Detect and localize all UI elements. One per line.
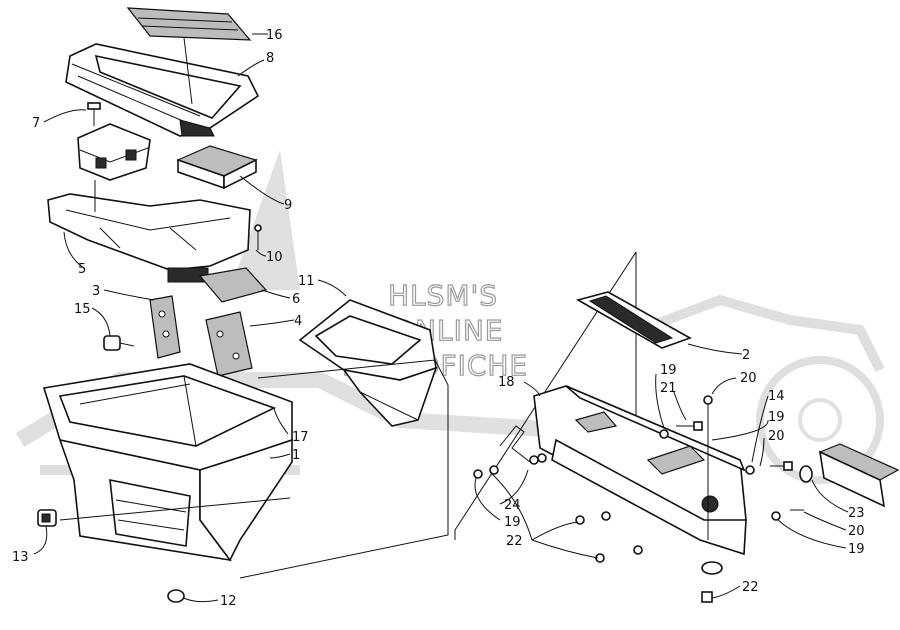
part-12-drain-cap [167,589,185,603]
callout-21: 21 [660,381,677,396]
part-10-bolt [254,224,262,250]
hardware-items [473,395,813,603]
part-18-housing [533,385,747,556]
assembly-lines-left [59,37,449,579]
callout-22-b: 22 [742,580,759,595]
assembly-lines-right [454,251,637,540]
watermark-line-1: HLSM'S [388,279,498,312]
callout-labels: 16 8 7 9 10 5 11 6 3 4 15 17 1 13 12 2 1… [12,28,865,609]
callout-22-a: 22 [506,534,523,549]
callout-23: 23 [848,506,865,521]
callout-3: 3 [92,284,100,299]
callout-19-a: 19 [660,363,677,378]
callout-4: 4 [294,314,302,329]
callout-17: 17 [292,430,309,445]
callout-7: 7 [32,116,40,131]
callout-9: 9 [284,198,292,213]
callout-13: 13 [12,550,29,565]
callout-18: 18 [498,375,515,390]
callout-24: 24 [504,498,521,513]
callout-14: 14 [768,389,785,404]
part-16-screen [126,7,252,41]
callout-12: 12 [220,594,237,609]
callout-6: 6 [292,292,300,307]
callout-19-d: 19 [848,542,865,557]
part-11-duct [298,299,438,427]
callout-16: 16 [266,28,283,43]
part-23-foam-pad [818,443,900,508]
callout-19-c: 19 [504,515,521,530]
leader-lines [33,33,849,603]
part-1-air-box [42,363,293,562]
part-13-clip [37,509,57,527]
part-24-bracket [499,425,531,463]
part-8-cover [65,43,260,137]
callout-5: 5 [78,262,86,277]
callout-15: 15 [74,302,91,317]
callout-2: 2 [742,348,750,363]
callout-11: 11 [298,274,315,289]
part-9-foam-filter [176,145,258,190]
part-6-foam-strip [198,267,268,303]
part-3-gasket [149,295,181,359]
callout-20-c: 20 [848,524,865,539]
part-5-mounting-plate [47,193,251,283]
callout-20-a: 20 [740,371,757,386]
part-4-gasket [205,311,253,377]
callout-1: 1 [292,448,300,463]
callout-8: 8 [266,51,274,66]
callout-20-b: 20 [768,429,785,444]
part-15-fitting [103,335,135,351]
callout-10: 10 [266,250,283,265]
part-7-screw-and-module [77,102,151,181]
callout-19-b: 19 [768,410,785,425]
part-2-gasket-frame [575,291,692,349]
